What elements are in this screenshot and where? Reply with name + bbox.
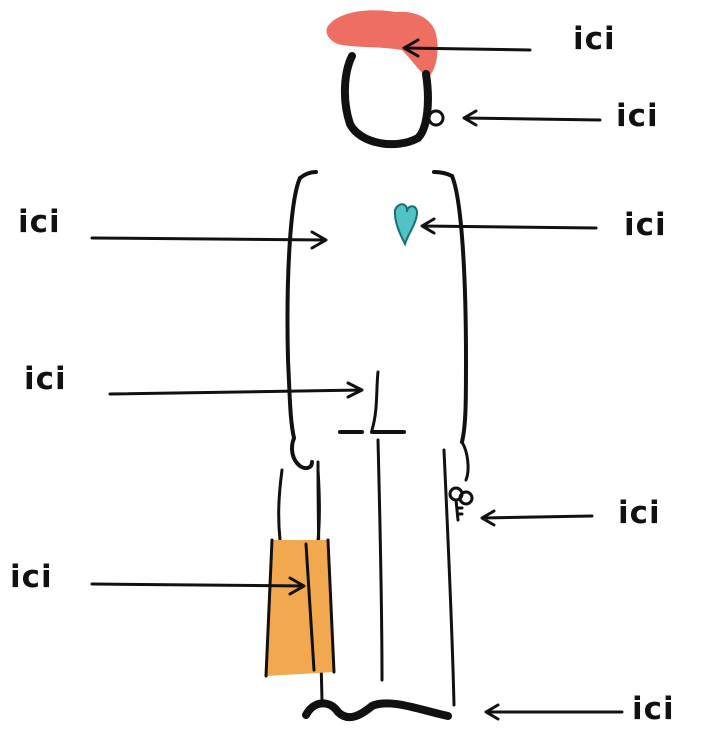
label-chest: ici xyxy=(18,207,61,238)
label-hand: ici xyxy=(24,364,67,395)
right-hand xyxy=(462,442,468,480)
shoulder-right xyxy=(434,172,452,176)
torso-left xyxy=(288,178,301,438)
earring xyxy=(429,111,443,125)
label-bag: ici xyxy=(10,562,53,593)
arrow-keys xyxy=(482,511,592,525)
shoe-shape xyxy=(306,703,448,717)
torso-right xyxy=(452,176,466,442)
head-outline xyxy=(345,56,428,144)
arrow-hand xyxy=(110,383,362,397)
label-keys: ici xyxy=(618,498,661,529)
hair-shape xyxy=(326,10,437,78)
arrow-heart xyxy=(422,219,596,233)
heart-shape xyxy=(395,204,417,244)
label-heart: ici xyxy=(624,210,667,241)
leg-left-inner xyxy=(378,440,382,680)
label-shoe: ici xyxy=(632,694,675,725)
fly-line xyxy=(372,372,378,430)
label-hair: ici xyxy=(573,24,616,55)
keys-shape xyxy=(450,488,472,520)
arrow-ear xyxy=(464,111,600,125)
bag-body xyxy=(266,540,334,676)
arrows xyxy=(92,40,622,719)
arrow-shoe xyxy=(486,705,622,719)
left-hand xyxy=(292,438,312,468)
shoulder-left xyxy=(300,172,316,178)
label-ear: ici xyxy=(616,101,659,132)
bag-handle xyxy=(279,470,320,540)
